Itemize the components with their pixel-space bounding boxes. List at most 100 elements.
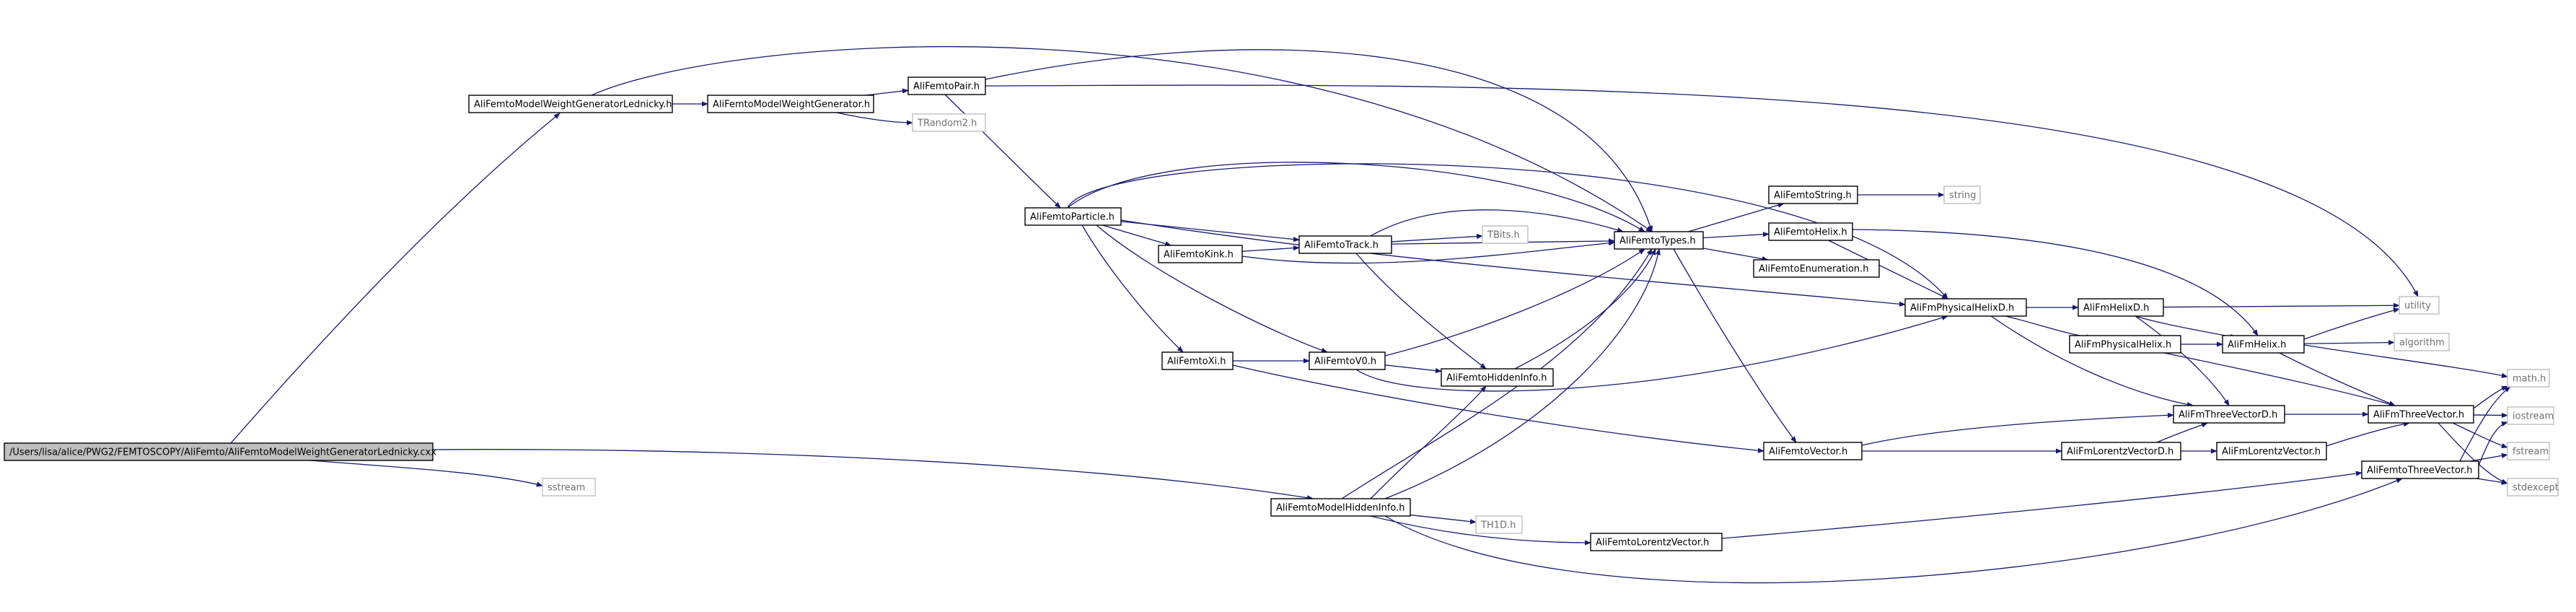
edge-root-to-mhi_h xyxy=(432,449,1314,501)
edge-mhi_h-to-th1d xyxy=(1410,514,1477,525)
edge-particle_h-to-kink_h xyxy=(1102,224,1172,247)
node-lednicky-h[interactable]: AliFemtoModelWeightGeneratorLednicky.h xyxy=(468,95,673,113)
node-box xyxy=(2393,333,2450,351)
node-label: AliFemtoVector.h xyxy=(1769,447,1847,458)
node-math-h: math.h xyxy=(2507,369,2550,388)
edge-tv3_h-to-math_h xyxy=(2473,385,2508,409)
node-label: AliFemtoPair.h xyxy=(913,82,980,92)
node-label: AliFmLorentzVectorD.h xyxy=(2067,447,2173,458)
node-box xyxy=(2507,478,2559,497)
node-hidden-h[interactable]: AliFemtoHiddenInfo.h xyxy=(1441,368,1554,387)
node-box xyxy=(707,95,874,113)
node-label: AliFemtoXi.h xyxy=(1167,357,1226,367)
node-box xyxy=(2368,405,2474,424)
node-pair-h[interactable]: AliFemtoPair.h xyxy=(907,76,986,95)
edge-kink_h-to-types_h xyxy=(1241,240,1615,264)
node-types-h[interactable]: AliFemtoTypes.h xyxy=(1614,231,1704,250)
node-femto-lv-h[interactable]: AliFemtoLorentzVector.h xyxy=(1590,533,1723,551)
edge-mhi_h-to-femto_lv_h xyxy=(1370,515,1591,546)
node-box xyxy=(1270,498,1411,517)
edge-track_h-to-tbits xyxy=(1391,233,1483,242)
edge-physhelixd_h-to-tv3d_h xyxy=(1990,315,2194,408)
node-wg-h[interactable]: AliFemtoModelWeightGenerator.h xyxy=(707,95,874,113)
node-label: AliFmHelix.h xyxy=(2228,340,2286,351)
node-box xyxy=(1158,245,1243,263)
edge-vector_h-to-tv3d_h xyxy=(1861,412,2174,446)
edge-tv3_h-to-iostream xyxy=(2473,412,2508,419)
node-box xyxy=(1024,207,1122,226)
node-xi-h[interactable]: AliFemtoXi.h xyxy=(1161,351,1234,370)
node-utility: utility xyxy=(2399,296,2440,315)
node-lvd-h[interactable]: AliFmLorentzVectorD.h xyxy=(2061,442,2181,460)
node-label: AliFmThreeVector.h xyxy=(2373,410,2464,421)
edge-fmhelix_h-to-math_h xyxy=(2303,344,2508,378)
node-label: AliFemtoModelHiddenInfo.h xyxy=(1276,503,1405,514)
node-label: AliFmLorentzVector.h xyxy=(2222,447,2321,458)
edge-track_h-to-hidden_h xyxy=(1355,253,1487,370)
node-box xyxy=(2507,406,2554,425)
node-track-h[interactable]: AliFemtoTrack.h xyxy=(1298,235,1392,254)
edge-wg_h-to-trandom2 xyxy=(836,112,913,126)
node-label: string xyxy=(1949,191,1976,201)
node-physhelix-h[interactable]: AliFmPhysicalHelix.h xyxy=(2069,335,2181,354)
node-femto-tv-h[interactable]: AliFemtoThreeVector.h xyxy=(2361,460,2479,479)
edge-helixd_h-to-tv3d_h xyxy=(2135,315,2230,406)
edge-fmhelix_h-to-algorithm xyxy=(2303,340,2395,346)
file-nodes: /Users/lisa/alice/PWG2/FEMTOSCOPY/AliFem… xyxy=(4,76,2559,551)
edge-v0_h-to-physhelixd_h xyxy=(1355,315,1948,392)
node-helixd-h[interactable]: AliFmHelixD.h xyxy=(2078,298,2164,317)
node-string: string xyxy=(1943,185,1981,204)
edge-root-to-lednicky_h xyxy=(230,113,561,444)
node-box xyxy=(1753,259,1880,278)
node-box xyxy=(2078,298,2164,317)
node-label: TBits.h xyxy=(1487,230,1520,241)
node-mhi-h[interactable]: AliFemtoModelHiddenInfo.h xyxy=(1270,498,1411,517)
node-box xyxy=(2507,442,2550,460)
node-label: math.h xyxy=(2513,374,2546,385)
node-root[interactable]: /Users/lisa/alice/PWG2/FEMTOSCOPY/AliFem… xyxy=(4,442,436,461)
node-enum-h[interactable]: AliFemtoEnumeration.h xyxy=(1753,259,1880,278)
node-helix-h[interactable]: AliFemtoHelix.h xyxy=(1768,222,1853,241)
node-label: AliFemtoParticle.h xyxy=(1030,212,1115,223)
node-label: AliFemtoKink.h xyxy=(1164,250,1234,261)
edge-pair_h-to-utility xyxy=(985,84,2419,297)
node-string-h[interactable]: AliFemtoString.h xyxy=(1768,185,1858,204)
node-tv3d-h[interactable]: AliFmThreeVectorD.h xyxy=(2173,405,2285,424)
node-box xyxy=(468,95,673,113)
node-box xyxy=(1768,185,1858,204)
edge-kink_h-to-track_h xyxy=(1241,245,1300,252)
edge-femto_tv_h-to-math_h xyxy=(2459,386,2511,462)
edge-lednicky_h-to-types_h xyxy=(591,45,1653,232)
node-kink-h[interactable]: AliFemtoKink.h xyxy=(1158,245,1243,263)
edge-lvd_h-to-tv3d_h xyxy=(2156,422,2208,443)
node-box xyxy=(1475,515,1523,534)
edge-xi_h-to-vector_h xyxy=(1232,364,1764,453)
edge-lv_h-to-tv3_h xyxy=(2326,421,2410,447)
node-box xyxy=(1161,351,1234,370)
edge-particle_h-to-types_h xyxy=(1067,162,1645,232)
node-label: AliFemtoEnumeration.h xyxy=(1759,264,1869,275)
node-label: utility xyxy=(2404,301,2431,312)
node-box xyxy=(1763,442,1863,460)
edge-mhi_h-to-hidden_h xyxy=(1370,385,1487,499)
node-lv-h[interactable]: AliFmLorentzVector.h xyxy=(2216,442,2327,460)
node-v0-h[interactable]: AliFemtoV0.h xyxy=(1309,351,1386,370)
node-label: AliFemtoTrack.h xyxy=(1304,240,1379,251)
edge-root-to-sstream xyxy=(309,460,543,487)
node-label: sstream xyxy=(548,483,585,494)
node-physhelixd-h[interactable]: AliFmPhysicalHelixD.h xyxy=(1904,298,2027,317)
node-iostream: iostream xyxy=(2507,406,2554,425)
node-box xyxy=(1298,235,1392,254)
node-box xyxy=(2216,442,2327,460)
edge-helix_h-to-fmhelix_h xyxy=(1852,229,2259,336)
node-box xyxy=(907,76,986,95)
node-sstream: sstream xyxy=(542,478,596,497)
node-particle-h[interactable]: AliFemtoParticle.h xyxy=(1024,207,1122,226)
node-tv3-h[interactable]: AliFmThreeVector.h xyxy=(2368,405,2474,424)
node-vector-h[interactable]: AliFemtoVector.h xyxy=(1763,442,1863,460)
edge-femto_tv_h-to-stdexcept xyxy=(2476,478,2508,485)
node-label: fstream xyxy=(2513,447,2549,458)
edge-track_h-to-types_h xyxy=(1370,209,1624,237)
node-fmhelix-h[interactable]: AliFmHelix.h xyxy=(2222,335,2305,354)
